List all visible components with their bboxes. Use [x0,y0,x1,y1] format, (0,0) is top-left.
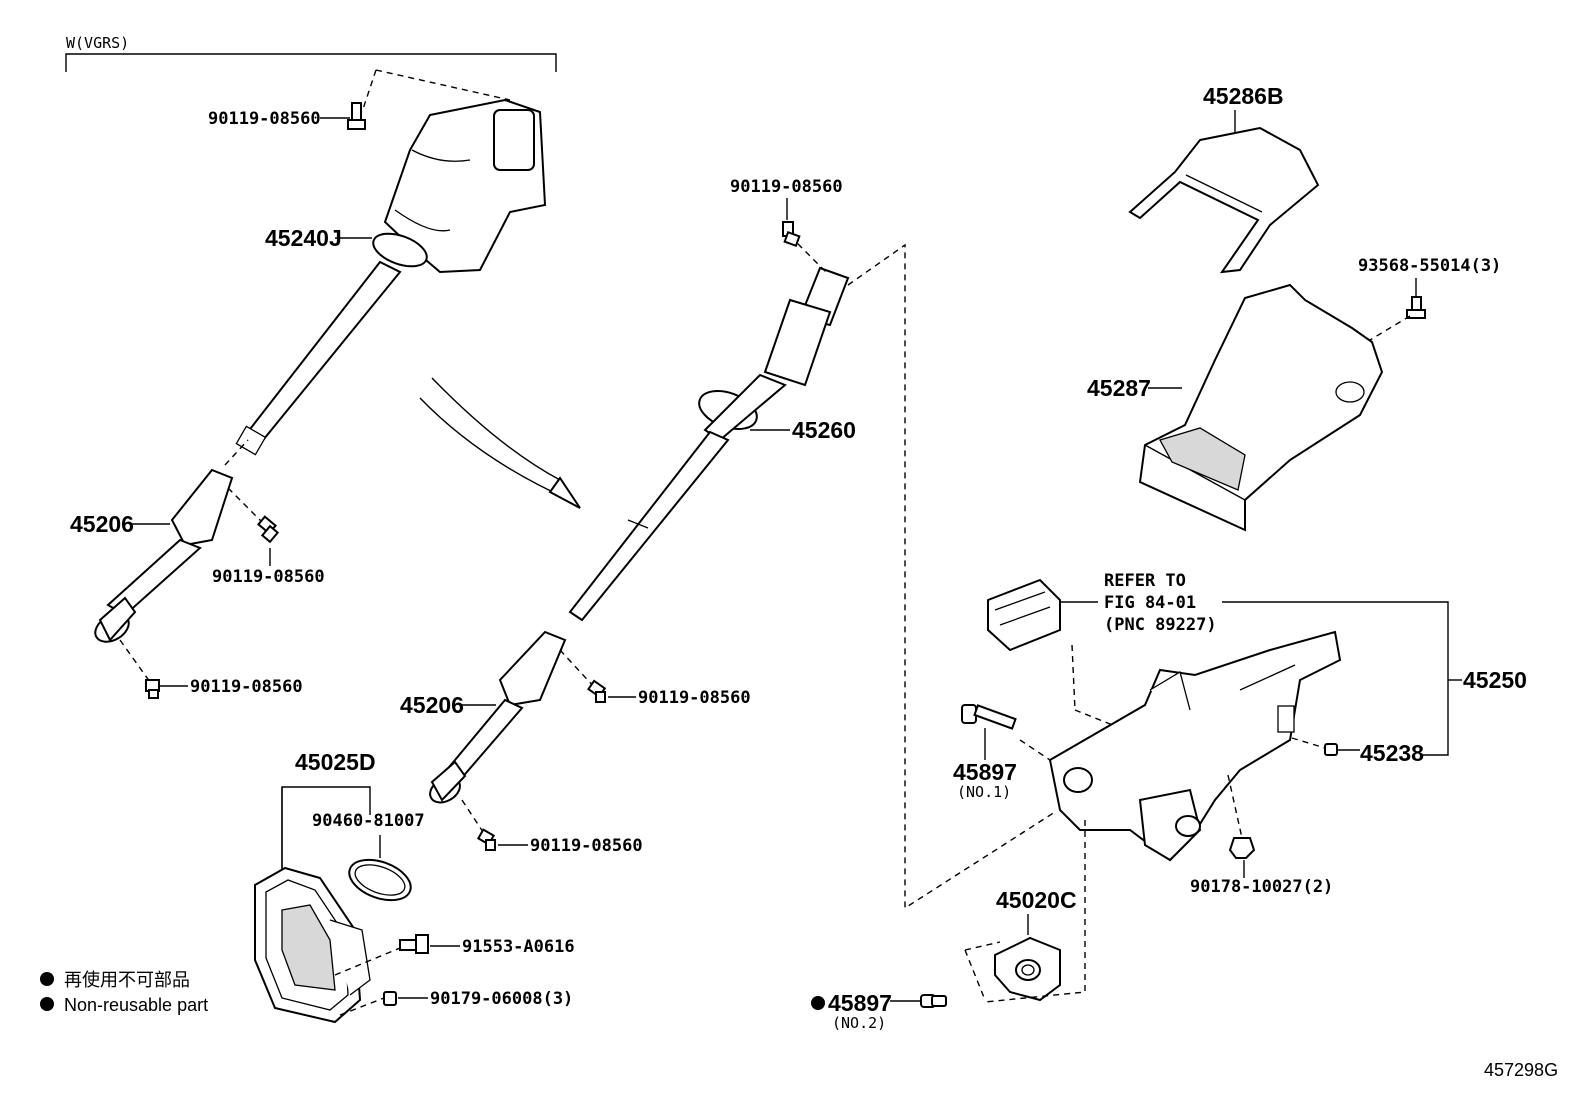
legend-non-reusable: Non-reusable part [64,995,208,1015]
universal-joint-center[interactable] [426,630,567,808]
bolt-icon [920,994,947,1008]
label-45250[interactable]: 45250 [1463,667,1527,693]
label-91553-A0616[interactable]: 91553-A0616 [462,937,575,957]
arrow-head-icon [548,476,581,509]
universal-joint-left[interactable] [90,468,234,647]
label-45238[interactable]: 45238 [1360,740,1424,766]
bolt-icon [587,679,607,703]
vgrs-bracket: W(VGRS) [65,34,557,72]
intermediate-shaft-vgrs[interactable] [235,98,547,456]
upper-column-cover[interactable] [1128,126,1320,274]
vgrs-label: W(VGRS) [66,34,129,52]
bullet-icon [40,997,54,1011]
label-90119-08560-a[interactable]: 90119-08560 [208,109,321,129]
label-45260[interactable]: 45260 [792,417,856,443]
label-90119-08560-e[interactable]: 90119-08560 [638,688,751,708]
label-45897-b[interactable]: 45897 [828,990,892,1016]
screw-icon [1406,296,1426,319]
label-90119-08560-c[interactable]: 90119-08560 [190,677,303,697]
label-45286B[interactable]: 45286B [1203,83,1284,109]
label-90179-06008[interactable]: 90179-06008(3) [430,989,573,1009]
figure-id: 457298G [1484,1060,1558,1080]
label-45025D[interactable]: 45025D [295,749,376,775]
label-45020C[interactable]: 45020C [996,887,1077,913]
label-45897-b-note: (NO.2) [832,1014,886,1032]
ref-line-1: REFER TO [1104,571,1186,591]
label-45206-a[interactable]: 45206 [70,511,134,537]
legend: 再使用不可部品 Non-reusable part [40,970,208,1015]
bolt-icon [257,515,280,544]
label-45897-a[interactable]: 45897 [953,759,1017,785]
label-93568-55014[interactable]: 93568-55014(3) [1358,256,1501,276]
seal-ring-icon [348,858,412,902]
bolt-icon [961,704,1017,730]
bolt-icon [399,934,429,954]
reference-note: REFER TO FIG 84-01 (PNC 89227) [1104,571,1217,635]
bolt-icon [1324,743,1338,756]
label-45287[interactable]: 45287 [1087,375,1151,401]
legend-japanese: 再使用不可部品 [64,970,190,990]
label-90460-81007[interactable]: 90460-81007 [312,811,425,831]
bolt-icon [145,679,160,699]
ref-line-2: FIG 84-01 [1104,593,1196,613]
lower-column-cover[interactable] [1138,283,1384,532]
label-45206-b[interactable]: 45206 [400,692,464,718]
arrow-curve [419,397,571,501]
lock-bracket[interactable] [994,936,1061,1002]
label-90119-08560-b[interactable]: 90119-08560 [212,567,325,587]
non-reusable-bullet-icon [811,996,825,1010]
label-45897-a-note: (NO.1) [957,783,1011,801]
label-90119-08560-d[interactable]: 90119-08560 [730,177,843,197]
steering-main-shaft[interactable] [568,266,850,622]
bolt-icon [782,221,801,248]
bullet-icon [40,972,54,986]
steering-column-assembly[interactable] [1048,630,1342,862]
label-90178-10027[interactable]: 90178-10027(2) [1190,877,1333,897]
label-45240J[interactable]: 45240J [265,225,342,251]
label-90119-08560-f[interactable]: 90119-08560 [530,836,643,856]
steering-column-boot[interactable] [254,866,371,1024]
bolt-icon [476,828,496,851]
connector-module[interactable] [987,578,1061,652]
nut-icon [383,991,397,1006]
ref-line-3: (PNC 89227) [1104,615,1217,635]
nut-icon [1228,837,1256,859]
bolt-icon [347,102,366,130]
